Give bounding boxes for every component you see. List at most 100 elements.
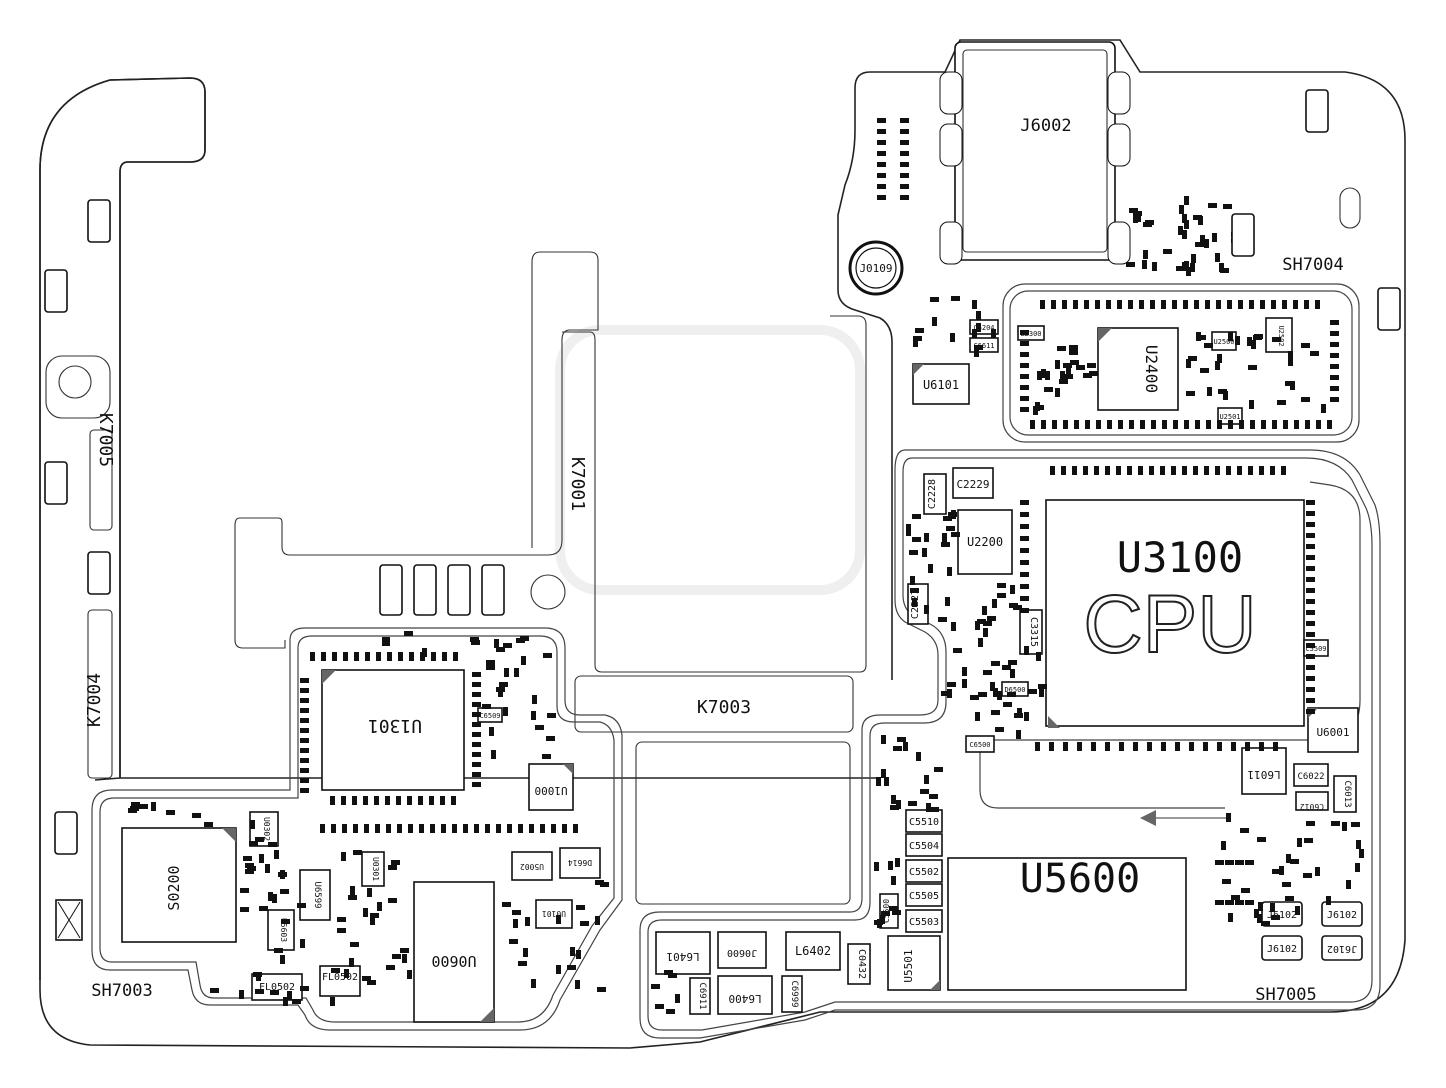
u2200-label: U2200 (967, 535, 1003, 549)
j6102c-label: J6102 (1267, 944, 1297, 955)
smd-pad (1143, 222, 1152, 227)
smd-pad (331, 824, 336, 833)
smd-pad (407, 970, 412, 979)
inductor-pad (413, 564, 437, 616)
smd-pad (874, 920, 883, 925)
smd-pad (975, 621, 980, 630)
c5505-label: C5505 (909, 891, 939, 902)
smd-pad (1257, 914, 1262, 923)
smd-pad (1241, 888, 1250, 893)
smd-pad (486, 665, 495, 670)
smd-pad (268, 842, 277, 847)
smd-pad (675, 994, 680, 1003)
sh7003-shield (91, 627, 623, 1031)
c3315-part (1019, 609, 1043, 655)
smd-pad (945, 597, 950, 606)
smd-pad (274, 948, 283, 953)
smd-pad (932, 317, 937, 326)
smd-pad (1024, 712, 1029, 721)
smd-pad (950, 333, 955, 342)
smd-pad (924, 533, 929, 542)
smd-pad (518, 961, 527, 966)
smd-pad (474, 824, 479, 833)
u6599-label: U6599 (312, 881, 322, 908)
smd-pad (402, 954, 407, 963)
smd-pad (1306, 577, 1315, 582)
smd-pad (274, 850, 279, 859)
smd-pad (1024, 646, 1029, 655)
smd-pad (881, 769, 886, 778)
smd-pad (974, 348, 979, 357)
smd-pad (909, 550, 918, 555)
smd-pad (280, 955, 285, 964)
smd-pad (1207, 387, 1212, 396)
mount-hole-left (58, 365, 92, 399)
j6002-connector (939, 41, 1131, 265)
smd-pad (1069, 350, 1078, 355)
smd-pad (332, 652, 337, 661)
smd-pad (900, 173, 909, 178)
c5500-label: C5500 (882, 899, 891, 923)
cpu-chip (1045, 499, 1305, 727)
smd-pad (300, 788, 309, 793)
smd-pad (906, 527, 911, 536)
u2400-pin1 (1098, 328, 1112, 342)
smd-pad (551, 824, 556, 833)
u2400-chip (1097, 327, 1179, 411)
smd-pad (1037, 371, 1042, 380)
u5002-label: U5002 (520, 862, 544, 871)
smd-pad (1235, 336, 1240, 345)
smd-pad (1076, 365, 1085, 370)
smd-pad (556, 915, 561, 924)
smd-pad (1217, 354, 1222, 363)
smd-pad (1105, 742, 1110, 751)
smd-pad (375, 824, 380, 833)
smd-pad (1261, 420, 1266, 429)
smd-pad (1225, 900, 1234, 905)
smd-pad (1133, 214, 1138, 223)
smd-pad (1231, 895, 1240, 900)
smd-pad (418, 796, 423, 805)
smd-pad (1133, 742, 1138, 751)
smd-pad (651, 984, 660, 989)
smd-pad (1306, 665, 1315, 670)
smd-pad (525, 917, 530, 926)
smd-pad (514, 668, 519, 677)
smd-pad (496, 687, 505, 692)
smd-pad (330, 796, 335, 805)
smd-pad (513, 919, 518, 928)
smd-pad (280, 870, 285, 879)
smd-pad (470, 637, 479, 642)
c0432-part (847, 943, 871, 985)
smd-pad (1315, 300, 1320, 309)
smd-pad (1206, 420, 1211, 429)
smd-pad (1215, 900, 1224, 905)
smd-pad (1222, 879, 1231, 884)
smd-pad (1020, 385, 1029, 390)
smd-pad (1035, 405, 1044, 410)
smd-pad (1219, 263, 1224, 272)
smd-pad (385, 637, 390, 646)
smd-pad (300, 738, 309, 743)
k7005-strip (89, 429, 113, 531)
l6402-label: L6402 (795, 944, 831, 958)
smd-pad (575, 980, 580, 989)
smd-pad (1020, 584, 1029, 589)
smd-pad (1028, 689, 1037, 694)
smd-pad (1316, 420, 1321, 429)
smd-pad (900, 129, 909, 134)
smd-pad (472, 682, 481, 687)
l2300-label: L2300 (1020, 330, 1041, 338)
smd-pad (1186, 267, 1191, 276)
memory-label: U5600 (1020, 856, 1140, 902)
smd-pad (1220, 268, 1229, 273)
j6102b-label: J6102 (1327, 910, 1357, 921)
smd-pad (908, 801, 917, 806)
smd-pad (1069, 345, 1078, 350)
smd-pad (452, 824, 457, 833)
smd-pad (1248, 365, 1257, 370)
smd-pad (509, 939, 518, 944)
smd-pad (1176, 266, 1185, 271)
k7004-label: K7004 (84, 673, 105, 727)
smd-pad (877, 140, 886, 145)
